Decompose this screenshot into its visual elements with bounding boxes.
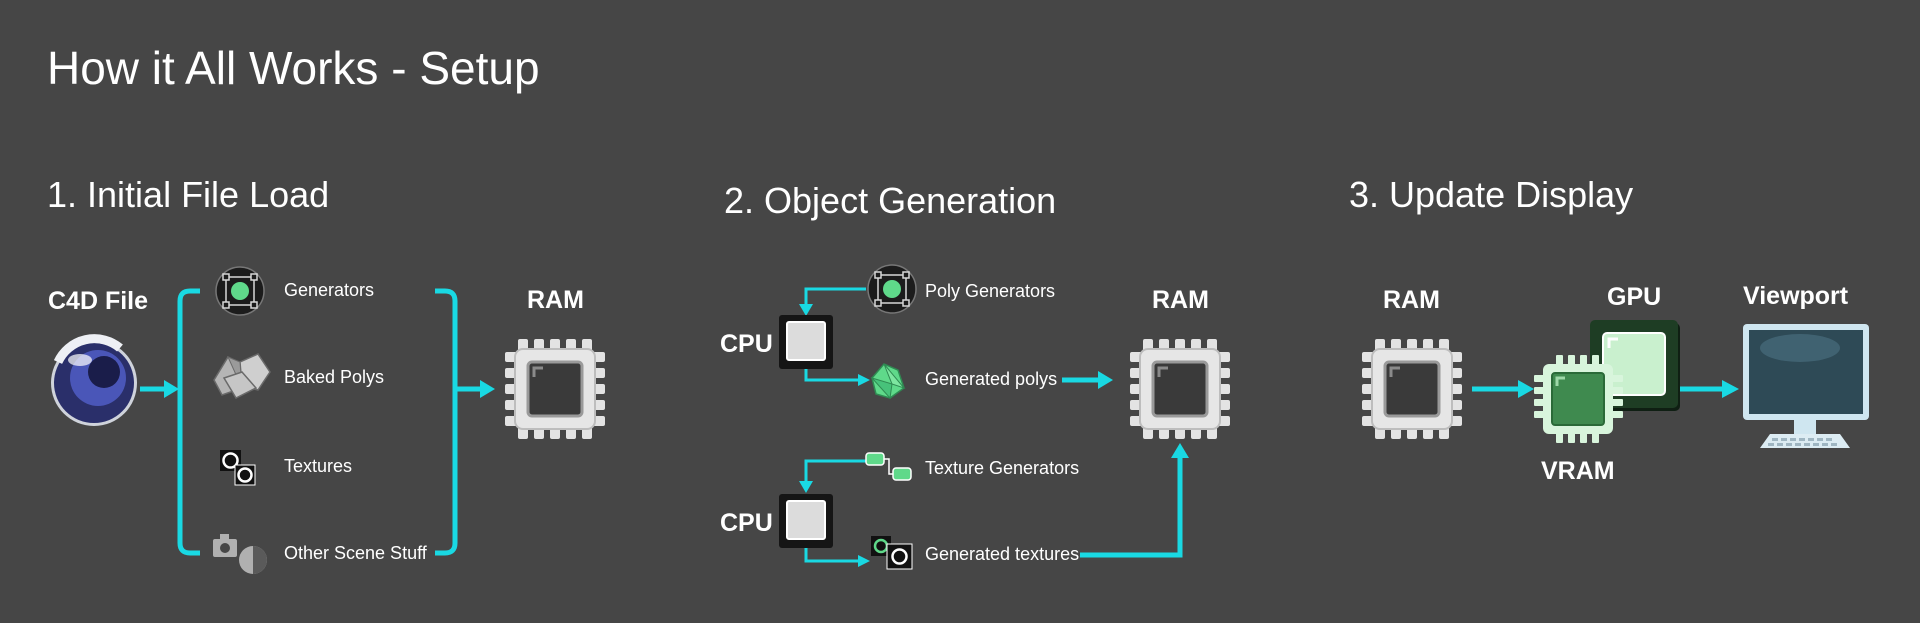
ram-chip-icon-3 — [1360, 337, 1464, 441]
right-bracket — [435, 288, 458, 556]
textures-to-ram-arrow — [1080, 443, 1189, 558]
monitor-icon — [1743, 324, 1869, 448]
page-title: How it All Works - Setup — [47, 42, 540, 94]
baked-polys-icon — [213, 353, 271, 399]
gpu-label: GPU — [1607, 283, 1662, 311]
texture-generators-icon — [865, 452, 912, 481]
ram-label-2: RAM — [1152, 286, 1209, 314]
ram-to-vram-arrow — [1472, 380, 1534, 398]
ram-chip-icon-1 — [503, 337, 607, 441]
generator-icon — [215, 266, 265, 316]
left-bracket — [177, 288, 200, 556]
polys-to-ram-arrow — [1062, 371, 1113, 389]
generated-textures-icon — [871, 536, 913, 570]
cpu-1-label: CPU — [720, 330, 773, 358]
viewport-label: Viewport — [1743, 282, 1849, 310]
texture-generator-to-cpu-arrow — [799, 459, 866, 493]
textures-icon — [218, 448, 257, 487]
cpu-2-icon — [778, 493, 834, 549]
other-scene-stuff-label: Other Scene Stuff — [284, 543, 427, 563]
poly-generator-to-cpu-arrow — [799, 287, 866, 316]
generated-textures-label: Generated textures — [925, 544, 1080, 564]
list-to-ram-arrow — [455, 380, 495, 398]
generators-label: Generators — [284, 280, 375, 300]
vram-chip-icon — [1534, 355, 1623, 443]
texture-generators-label: Texture Generators — [925, 458, 1080, 478]
section-1-heading: 1. Initial File Load — [47, 174, 330, 215]
ram-label-1: RAM — [527, 286, 584, 314]
poly-generators-icon — [867, 264, 917, 314]
ram-label-3: RAM — [1383, 286, 1440, 314]
section-2-heading: 2. Object Generation — [724, 180, 1057, 221]
vram-label: VRAM — [1541, 457, 1615, 485]
textures-label: Textures — [284, 456, 353, 476]
c4d-file-label: C4D File — [48, 287, 149, 315]
generated-polys-icon — [870, 363, 906, 400]
section-3-heading: 3. Update Display — [1349, 174, 1634, 215]
cpu-1-icon — [778, 314, 834, 370]
cpu-to-generated-polys-arrow — [804, 369, 870, 386]
camera-light-icon — [213, 534, 267, 574]
poly-generators-label: Poly Generators — [925, 281, 1056, 301]
baked-polys-label: Baked Polys — [284, 367, 385, 387]
vram-to-viewport-arrow — [1680, 380, 1739, 398]
ram-chip-icon-2 — [1128, 337, 1232, 441]
c4d-logo-icon — [51, 334, 137, 426]
generated-polys-label: Generated polys — [925, 369, 1058, 389]
cpu-to-generated-textures-arrow — [804, 548, 870, 567]
cpu-2-label: CPU — [720, 509, 773, 537]
c4d-to-list-arrow — [140, 380, 179, 398]
